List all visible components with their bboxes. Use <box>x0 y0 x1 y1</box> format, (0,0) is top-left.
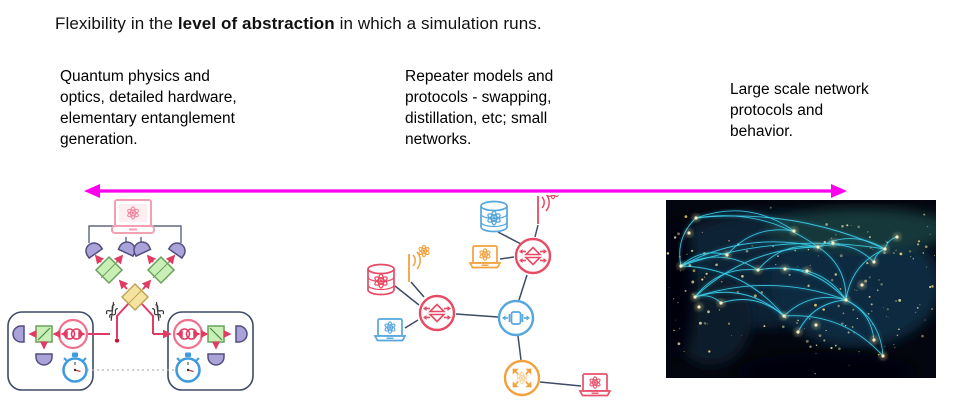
beam-terminus-dot <box>114 338 120 343</box>
right-node-contents <box>174 320 248 383</box>
column-network-layer-text: Large scale network protocols and behavi… <box>730 81 869 140</box>
pair-source-icon-right <box>174 320 202 348</box>
repeater-router-icon-pink-top <box>514 237 552 275</box>
antenna-icon-pink <box>538 195 559 224</box>
antenna-icon-orange <box>409 245 430 282</box>
physical-layer-diagram <box>7 199 254 391</box>
laptop-icon-orange <box>470 246 500 268</box>
pair-source-icon-left <box>59 320 87 348</box>
network-links <box>394 224 582 387</box>
abstraction-axis-arrow <box>84 184 847 198</box>
quantum-memory-icon-blue <box>481 202 507 232</box>
slide-title: Flexibility in the level of abstraction … <box>55 14 542 34</box>
title-suffix: in which a simulation runs. <box>334 14 542 33</box>
midpoint-beam-splitter-icon <box>120 282 150 312</box>
switch-node-icon-orange <box>505 361 539 395</box>
repeater-network-diagram <box>355 195 655 411</box>
photon-wavepacket-icon-left <box>102 301 123 322</box>
axis-arrowhead-left <box>84 184 100 198</box>
laptop-icon-blue <box>375 319 405 341</box>
detector-icon <box>12 325 25 343</box>
title-bold: level of abstraction <box>177 14 335 33</box>
photon-wavepacket-icon-right <box>147 301 168 322</box>
repeater-router-icon-pink-left <box>418 294 456 332</box>
splitter-square-icon-right <box>207 325 225 343</box>
detector-icon <box>235 325 248 343</box>
detector-icon <box>35 353 53 366</box>
column-physical-layer-text: Quantum physics and optics, detailed har… <box>60 68 237 148</box>
column-repeater-layer-text: Repeater models and protocols - swapping… <box>405 68 554 148</box>
photon-beams <box>87 254 176 339</box>
detector-icon <box>207 353 225 366</box>
axis-arrowhead-right <box>831 184 847 198</box>
photon-detector-icons <box>82 238 189 259</box>
hub-glows <box>676 213 902 361</box>
splitter-square-icon-left <box>35 325 53 343</box>
laptop-icon-pink <box>580 374 610 396</box>
control-laptop-icon <box>111 199 155 234</box>
quantum-memory-icon-pink <box>368 265 394 295</box>
title-prefix: Flexibility in the <box>55 14 178 33</box>
left-node-contents <box>12 320 87 383</box>
us-night-map-image <box>666 200 936 378</box>
connector-node-icon-blue <box>497 299 535 337</box>
